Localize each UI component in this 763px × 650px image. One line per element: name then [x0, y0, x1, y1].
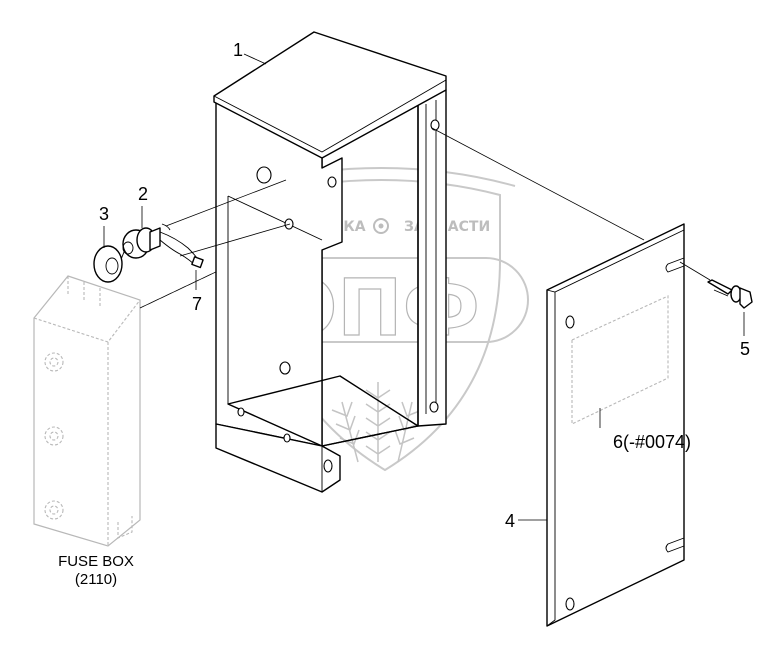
part-5-bolt — [707, 279, 753, 309]
hole — [565, 597, 575, 611]
part-3-washer — [93, 245, 123, 283]
callout-5: 5 — [740, 339, 750, 359]
fuse-box-connector-bottom — [44, 500, 64, 520]
hole — [327, 176, 337, 188]
part-1-bracket — [213, 31, 447, 493]
hole — [256, 166, 272, 184]
wheat-icon — [331, 382, 423, 463]
hole — [323, 459, 333, 473]
part-7-harness — [159, 223, 204, 269]
callout-7: 7 — [192, 294, 202, 314]
callout-1: 1 — [233, 40, 243, 60]
fuse-box-label: FUSE BOX — [58, 553, 134, 570]
gear-icon — [373, 218, 389, 234]
part-4-cover-plate — [546, 223, 685, 627]
hole — [283, 433, 291, 443]
leader-1 — [243, 53, 267, 65]
hole — [237, 407, 245, 417]
leader-assembly — [179, 223, 291, 257]
hole — [429, 401, 439, 413]
fuse-box-outline — [33, 275, 141, 547]
fuse-box-code: (2110) — [75, 571, 117, 588]
leader-assembly — [431, 127, 645, 241]
callout-4: 4 — [505, 511, 515, 531]
callout-6: 6(-#0074) — [613, 432, 691, 452]
part-2-switch — [119, 227, 161, 263]
leader-assembly — [165, 179, 287, 227]
fuse-box-connector-top — [44, 352, 64, 372]
leader-assembly — [679, 261, 711, 281]
callout-2: 2 — [138, 184, 148, 204]
callout-3: 3 — [99, 204, 109, 224]
hole — [279, 361, 291, 375]
hole — [565, 315, 575, 329]
fuse-box-connector-middle — [44, 426, 64, 446]
